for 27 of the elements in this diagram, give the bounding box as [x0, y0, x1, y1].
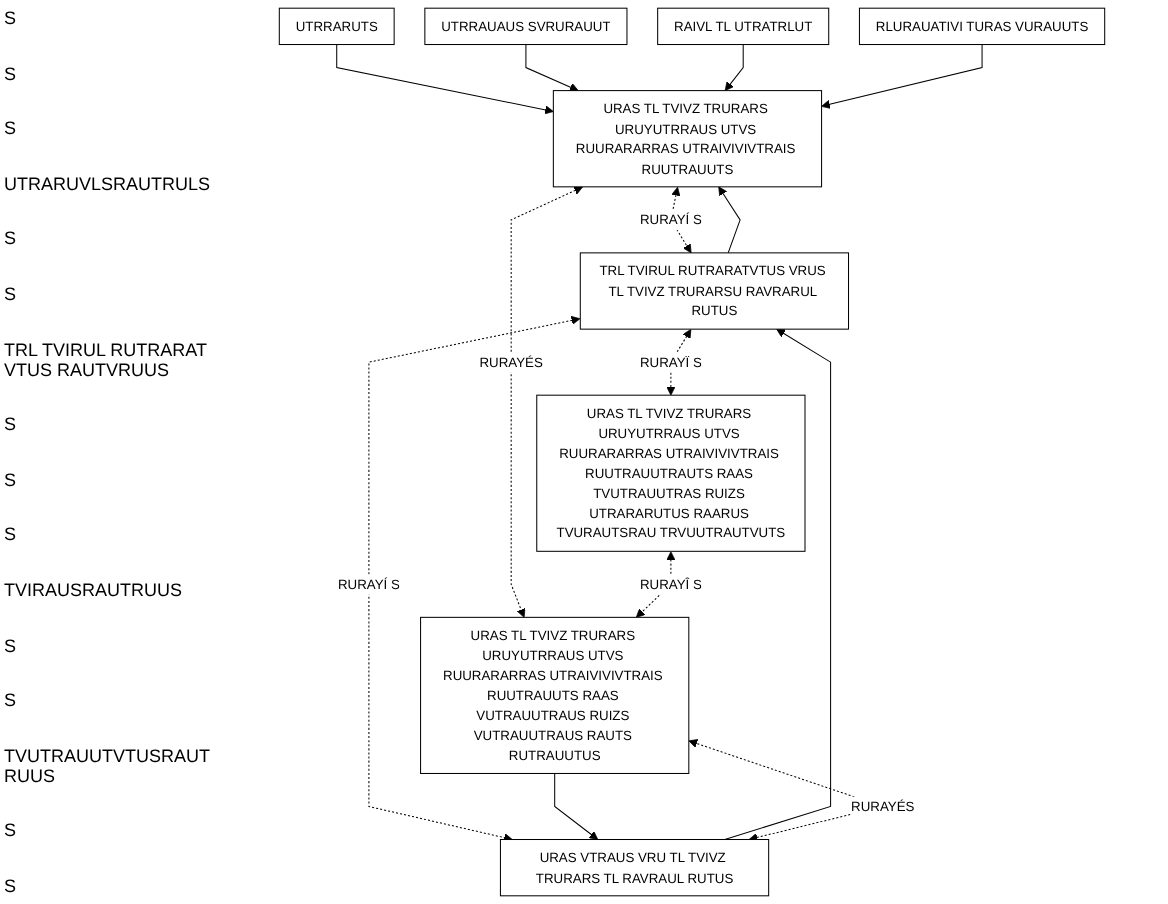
side-label: S [4, 118, 19, 139]
side-label: S [4, 635, 19, 656]
side-label: S [4, 63, 19, 84]
arrow [718, 186, 741, 254]
side-label: UTRARUVLSRAUTRULS [4, 173, 212, 194]
side-label: S [4, 820, 19, 841]
side-label: S [4, 524, 19, 545]
side-label: S [4, 228, 19, 249]
arrow [666, 329, 692, 396]
side-label: TVIRAUSRAUTRUUS [4, 579, 185, 600]
arrow [368, 315, 581, 843]
arrow [635, 551, 676, 618]
side-label: S [4, 283, 19, 304]
side-label: S [4, 690, 19, 711]
arrow [554, 772, 599, 840]
arrow [336, 44, 554, 115]
side-label: S [4, 414, 19, 435]
arrow [510, 186, 583, 618]
side-label: S [4, 469, 19, 490]
arrow [525, 44, 579, 92]
arrow [821, 44, 983, 109]
side-label: S [4, 875, 19, 896]
arrow [724, 44, 744, 91]
side-label: TRL TVIRUL RUTRARATVTUS RAUTVRUUS [4, 339, 210, 380]
arrow [724, 328, 832, 840]
side-label: S [4, 8, 19, 28]
side-label: TVUTRAUUTVTUSRAUTRUUS [4, 745, 212, 786]
